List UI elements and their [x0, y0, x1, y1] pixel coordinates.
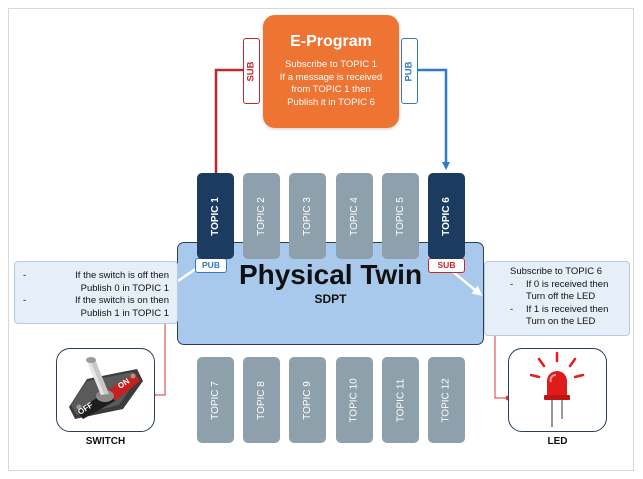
topic-3: TOPIC 3 [289, 173, 326, 259]
switch-box: ON OFF [56, 348, 155, 432]
led-logic-item-1-line-1: If 0 is received then [526, 278, 609, 290]
led-logic-item-2: - If 1 is received then Turn on the LED [510, 304, 621, 329]
switch-logic-item-1-line-1: If the switch is off then [75, 270, 169, 281]
topic-12-label: TOPIC 12 [441, 377, 452, 423]
physical-twin-subtitle: SDPT [314, 292, 347, 306]
topic-4-label: TOPIC 4 [349, 196, 360, 236]
e-program-title: E-Program [290, 33, 372, 50]
topic-12: TOPIC 12 [428, 357, 465, 443]
topic-11: TOPIC 11 [382, 357, 419, 443]
physical-twin-title: Physical Twin [238, 259, 423, 290]
switch-logic-item-1: - If the switch is off then Publish 0 in… [23, 270, 169, 294]
led-logic-box: Subscribe to TOPIC 6 - If 0 is received … [484, 261, 630, 336]
switch-label: SWITCH [85, 436, 126, 447]
topic-6-label: TOPIC 6 [441, 196, 452, 236]
toggle-switch-icon: ON OFF [69, 357, 143, 419]
topic-11-label: TOPIC 11 [395, 378, 407, 422]
topic-7: TOPIC 7 [197, 357, 234, 443]
switch-logic-item-2-line-2: Publish 1 in TOPIC 1 [80, 307, 169, 319]
topic-5: TOPIC 5 [382, 173, 419, 259]
topic-7-label: TOPIC 7 [210, 380, 221, 420]
led-logic-item-2-line-1: If 1 is received then [526, 303, 609, 315]
topic-5-label: TOPIC 5 [395, 196, 406, 236]
topic-10-label: TOPIC 10 [349, 377, 360, 423]
topic-2: TOPIC 2 [243, 173, 280, 259]
topic-3-label: TOPIC 3 [302, 196, 313, 236]
e-program-box: E-Program Subscribe to TOPIC 1 If a mess… [263, 15, 399, 128]
switch-logic-box: - If the switch is off then Publish 0 in… [14, 261, 178, 324]
topic-4: TOPIC 4 [336, 173, 373, 259]
switch-logic-item-2: - If the switch is on then Publish 1 in … [23, 295, 169, 319]
led-logic-header: Subscribe to TOPIC 6 [510, 266, 603, 277]
topic-9-label: TOPIC 9 [302, 380, 313, 420]
topic-8: TOPIC 8 [243, 357, 280, 443]
e-program-description: Subscribe to TOPIC 1 If a message is rec… [279, 59, 383, 108]
topic-8-label: TOPIC 8 [256, 380, 267, 420]
led-logic-item-1-line-2: Turn off the LED [526, 291, 596, 302]
diagram-frame [8, 8, 634, 471]
led-logic-item-2-line-2: Turn on the LED [526, 316, 596, 327]
topic-9: TOPIC 9 [289, 357, 326, 443]
led-logic-item-1: - If 0 is received then Turn off the LED [510, 279, 621, 304]
topic-1: TOPIC 1 [197, 173, 234, 259]
switch-logic-item-1-line-2: Publish 0 in TOPIC 1 [80, 282, 169, 294]
topic-1-label: TOPIC 1 [210, 196, 221, 236]
pub-tag-eprogram: PUB [401, 38, 418, 104]
topic-10: TOPIC 10 [336, 357, 373, 443]
led-box [508, 348, 607, 432]
topic-2-label: TOPIC 2 [256, 196, 267, 236]
led-icon [529, 351, 585, 427]
topic-6: TOPIC 6 [428, 173, 465, 259]
pub-tag-twin: PUB [195, 258, 227, 273]
sub-tag-twin: SUB [428, 258, 465, 273]
led-label: LED [547, 436, 568, 447]
switch-logic-item-2-line-1: If the switch is on then [75, 295, 169, 306]
sub-tag-eprogram: SUB [243, 38, 260, 104]
